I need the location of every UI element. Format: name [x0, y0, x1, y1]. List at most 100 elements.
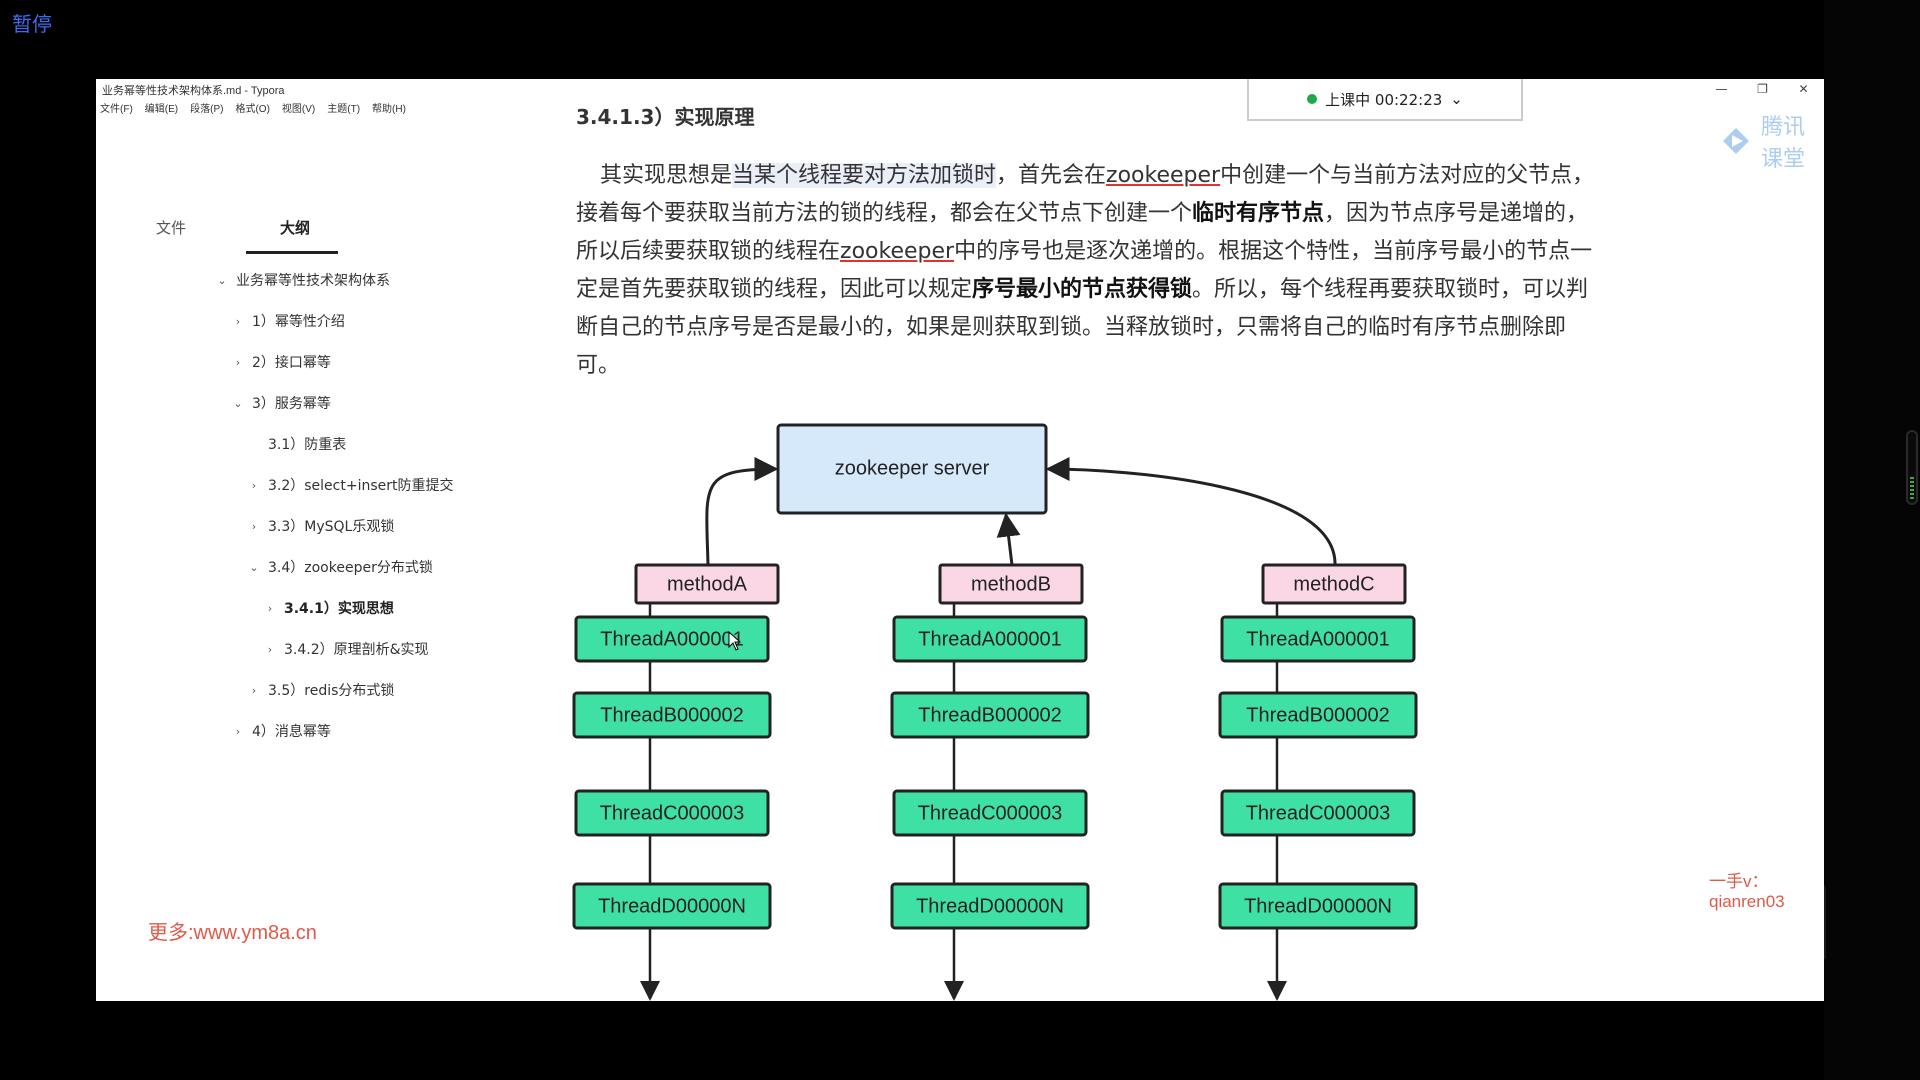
- thread-box: [1218, 691, 1418, 739]
- chevron-right-icon[interactable]: ›: [235, 314, 241, 328]
- typora-window: 业务幂等性技术架构体系.md - Typora — ❐ ✕ 文件(F) 编辑(E…: [96, 79, 1824, 1001]
- body-paragraph: 其实现思想是当某个线程要对方法加锁时，首先会在zookeeper中创建一个与当前…: [576, 157, 1606, 385]
- outline-item[interactable]: › 3.4.2）原理剖析&实现: [262, 638, 429, 660]
- minimize-button[interactable]: —: [1715, 82, 1728, 96]
- volume-indicator[interactable]: [1906, 430, 1918, 505]
- thread-box: [574, 615, 770, 663]
- outline-item[interactable]: ⌄3.4）zookeeper分布式锁: [246, 556, 432, 578]
- mouse-cursor-icon: [728, 630, 742, 651]
- tab-outline[interactable]: 大纲: [280, 219, 311, 237]
- chevron-right-icon[interactable]: ›: [235, 355, 241, 369]
- outline-item[interactable]: › 1）幂等性介绍: [230, 310, 345, 332]
- para-spellcheck-word-2: zookeeper: [840, 239, 955, 264]
- para-text-11: 。所以，每个线程再要获取锁时，可以判断自己的节点序号是否是最小的，如果是则获取到…: [576, 277, 1589, 378]
- outline-item[interactable]: › 3.3）MySQL乐观锁: [246, 515, 395, 537]
- para-highlight: 当某个线程要对方法加锁时: [732, 163, 997, 188]
- thread-label: ThreadD00000N: [916, 895, 1064, 917]
- outline-item[interactable]: › 3.5）redis分布式锁: [246, 679, 395, 701]
- para-bold-2: 序号最小的节点获得锁: [972, 277, 1193, 302]
- chevron-down-icon[interactable]: ⌄: [249, 560, 259, 574]
- sidebar: 文件 大纲 ⌄ 业务幂等性技术架构体系 › 1）幂等性介绍 › 2）接口幂等 ⌄ 3）服务幂等…: [96, 115, 516, 1001]
- window-title: 业务幂等性技术架构体系.md - Typora: [102, 85, 285, 97]
- live-status-pill[interactable]: 上课中 00:22:23 ⌄: [1247, 79, 1523, 121]
- chevron-right-icon[interactable]: ›: [251, 478, 257, 492]
- outline-item-label: 2）接口幂等: [252, 355, 331, 371]
- outline-item-label: 3）服务幂等: [252, 396, 331, 412]
- section-heading: 3.4.1.3）实现原理: [576, 105, 755, 129]
- chevron-down-icon[interactable]: ⌄: [233, 396, 243, 410]
- para-text-1: 其实现思想是: [600, 163, 733, 188]
- thread-label: ThreadA000001: [918, 628, 1061, 650]
- outline-item[interactable]: › 3.4.1）实现思想: [262, 597, 394, 619]
- thread-box: [890, 882, 1090, 930]
- server-label: zookeeper server: [835, 457, 990, 479]
- outline-item[interactable]: ⌄ 3）服务幂等: [230, 392, 331, 414]
- menu-format[interactable]: 格式(O): [235, 104, 270, 115]
- method-label: methodB: [971, 573, 1051, 595]
- window-controls: — ❐ ✕: [1701, 79, 1824, 99]
- chevron-right-icon[interactable]: ›: [251, 519, 257, 533]
- right-black-panel: [1824, 0, 1920, 1080]
- menu-bar: 文件(F) 编辑(E) 段落(P) 格式(O) 视图(V) 主题(T) 帮助(H…: [100, 100, 406, 115]
- play-icon: [1723, 128, 1749, 154]
- thread-box: [892, 789, 1088, 837]
- thread-label: ThreadD00000N: [598, 895, 746, 917]
- outline-item-label: 3.4.1）实现思想: [284, 601, 394, 617]
- watermark-right: 一手v：qianren03: [1709, 872, 1785, 911]
- thread-box: [574, 789, 770, 837]
- menu-paragraph[interactable]: 段落(P): [190, 104, 224, 115]
- arrow-methodB-server: [996, 512, 1021, 566]
- menu-edit[interactable]: 编辑(E): [144, 104, 179, 115]
- outline-item[interactable]: ›3.2）select+insert防重提交: [246, 474, 454, 496]
- thread-label: ThreadB000002: [1246, 704, 1389, 726]
- para-text-7: ，因为节点序号是递增的，所以后续要获取锁的线程在: [576, 201, 1589, 264]
- outline-item-label: 业务幂等性技术架构体系: [236, 273, 390, 289]
- para-text-9: 中的序号也是逐次递增的。根据这个特性，当前序号最小的节点一定是首先要获取锁的线程…: [576, 239, 1593, 302]
- menu-help[interactable]: 帮助(H): [372, 104, 406, 115]
- brand-name: 腾讯课堂: [1761, 115, 1806, 172]
- tab-files[interactable]: 文件: [156, 219, 187, 237]
- outline-item[interactable]: ⌄ 业务幂等性技术架构体系: [214, 269, 390, 291]
- live-status-text: 上课中 00:22:23: [1325, 90, 1443, 109]
- thread-box: [892, 615, 1088, 663]
- thread-label: ThreadD00000N: [1244, 895, 1392, 917]
- arrow-methodC-server: [1045, 457, 1337, 566]
- outline-item-label: 3.3）MySQL乐观锁: [268, 519, 395, 535]
- menu-view[interactable]: 视图(V): [281, 104, 316, 115]
- method-label: methodC: [1293, 573, 1374, 595]
- method-box: [938, 563, 1084, 605]
- para-bold-1: 临时有序节点: [1192, 201, 1325, 226]
- para-spellcheck-word: zookeeper: [1106, 163, 1221, 188]
- thread-box: [890, 691, 1090, 739]
- method-box: [634, 563, 780, 605]
- close-button[interactable]: ✕: [1798, 82, 1809, 96]
- outline-item[interactable]: › 2）接口幂等: [230, 351, 331, 373]
- outline-item-label: 3.4.2）原理剖析&实现: [284, 642, 429, 658]
- pause-label[interactable]: 暂停: [12, 12, 52, 36]
- thread-label: ThreadC000003: [918, 802, 1063, 824]
- outline-item[interactable]: › 4）消息幂等: [230, 720, 331, 742]
- chevron-down-icon: ⌄: [1450, 90, 1463, 108]
- menu-file[interactable]: 文件(F): [100, 104, 133, 115]
- outline-item-label: 3.5）redis分布式锁: [268, 683, 395, 699]
- outline-item-label: 4）消息幂等: [252, 724, 331, 740]
- thread-label: ThreadA000001: [600, 628, 743, 650]
- live-dot-icon: [1307, 94, 1318, 104]
- thread-label: ThreadC000003: [600, 802, 745, 824]
- para-text-3: ，首先会在: [996, 163, 1107, 188]
- chevron-right-icon[interactable]: ›: [251, 683, 257, 697]
- chevron-right-icon[interactable]: ›: [267, 642, 273, 656]
- thread-box: [572, 882, 772, 930]
- maximize-button[interactable]: ❐: [1757, 82, 1768, 96]
- thread-box: [1218, 882, 1418, 930]
- chevron-right-icon[interactable]: ›: [235, 724, 241, 738]
- chevron-right-icon[interactable]: ›: [267, 601, 273, 615]
- tab-active-underline: [246, 251, 338, 254]
- thread-label: ThreadB000002: [600, 704, 743, 726]
- outline-item-label: 1）幂等性介绍: [252, 314, 345, 330]
- method-box: [1261, 563, 1407, 605]
- menu-theme[interactable]: 主题(T): [327, 104, 361, 115]
- outline-item[interactable]: 3.1）防重表: [246, 433, 346, 455]
- chevron-down-icon[interactable]: ⌄: [217, 273, 227, 287]
